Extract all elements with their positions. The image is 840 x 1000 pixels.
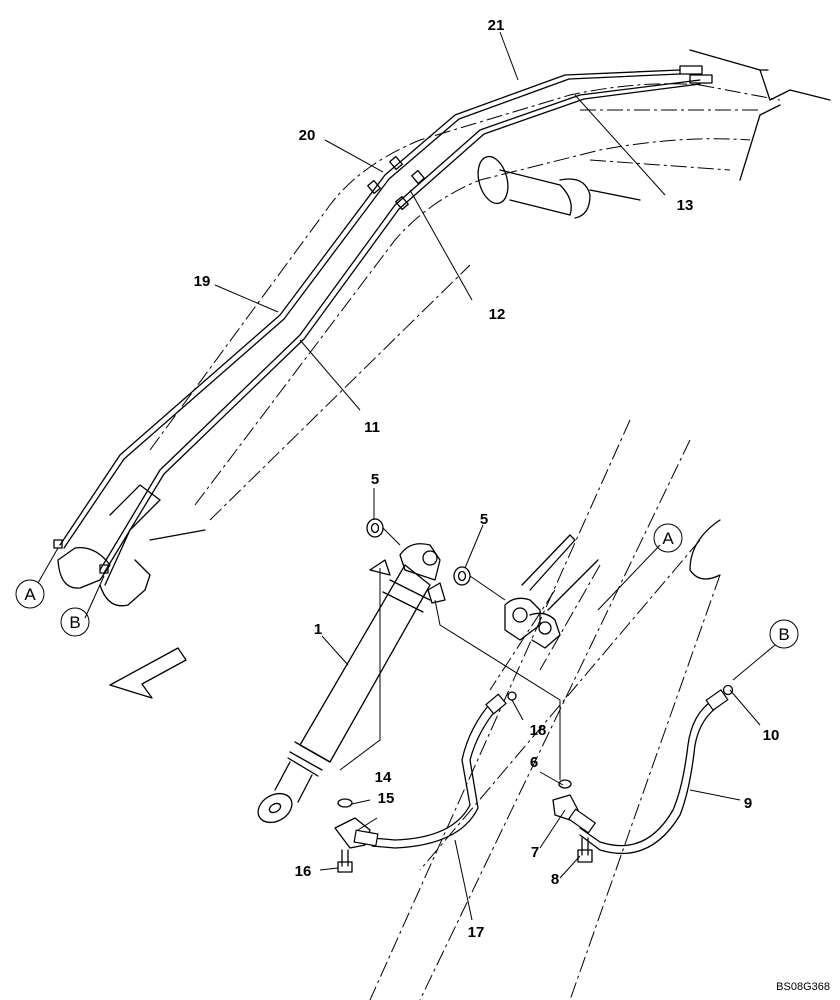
pipe-11 <box>99 79 701 574</box>
callout-20: 20 <box>299 127 316 144</box>
callout-1: 1 <box>314 621 322 638</box>
callout-21: 21 <box>488 17 505 34</box>
callout-11: 11 <box>364 419 380 436</box>
drawing-code: BS08G368 <box>776 981 830 993</box>
hydraulic-cylinder <box>257 543 561 824</box>
leader-lines <box>37 31 776 921</box>
callout-15: 15 <box>378 790 395 807</box>
callout-12: 12 <box>489 306 506 323</box>
arm-bracket <box>504 534 599 649</box>
callout-19: 19 <box>194 273 211 290</box>
circle-label: A <box>662 529 674 548</box>
callout-5a: 5 <box>371 471 379 488</box>
callout-14: 14 <box>375 769 392 786</box>
washers-5 <box>366 518 506 601</box>
arm-outline <box>369 419 721 1000</box>
callout-18: 18 <box>530 722 547 739</box>
circle-marker-a-right: A <box>653 523 683 553</box>
circle-label: B <box>778 625 789 644</box>
hose-17 <box>334 691 517 873</box>
circle-marker-b-left: B <box>60 607 90 637</box>
callout-5b: 5 <box>480 511 488 528</box>
callout-10: 10 <box>763 727 780 744</box>
circle-label: A <box>24 585 36 604</box>
hose-fittings-top <box>53 65 713 574</box>
callout-13: 13 <box>677 197 694 214</box>
callout-8: 8 <box>551 871 559 888</box>
callout-9: 9 <box>744 795 752 812</box>
boom-nose <box>57 484 206 607</box>
circle-label: B <box>69 613 80 632</box>
circle-marker-a-left: A <box>15 579 45 609</box>
hose-9 <box>552 684 734 863</box>
callouts: 21 20 13 19 12 11 5 5 1 18 10 6 14 15 9 … <box>194 17 780 941</box>
callout-17: 17 <box>468 924 485 941</box>
pipe-19 <box>59 69 681 549</box>
callout-16: 16 <box>295 863 312 880</box>
callout-6: 6 <box>530 754 538 771</box>
boom-foot-pin <box>477 155 641 219</box>
boom-outline <box>149 49 831 521</box>
circle-marker-b-right: B <box>769 619 799 649</box>
direction-arrow <box>109 647 187 699</box>
callout-7: 7 <box>531 844 539 861</box>
